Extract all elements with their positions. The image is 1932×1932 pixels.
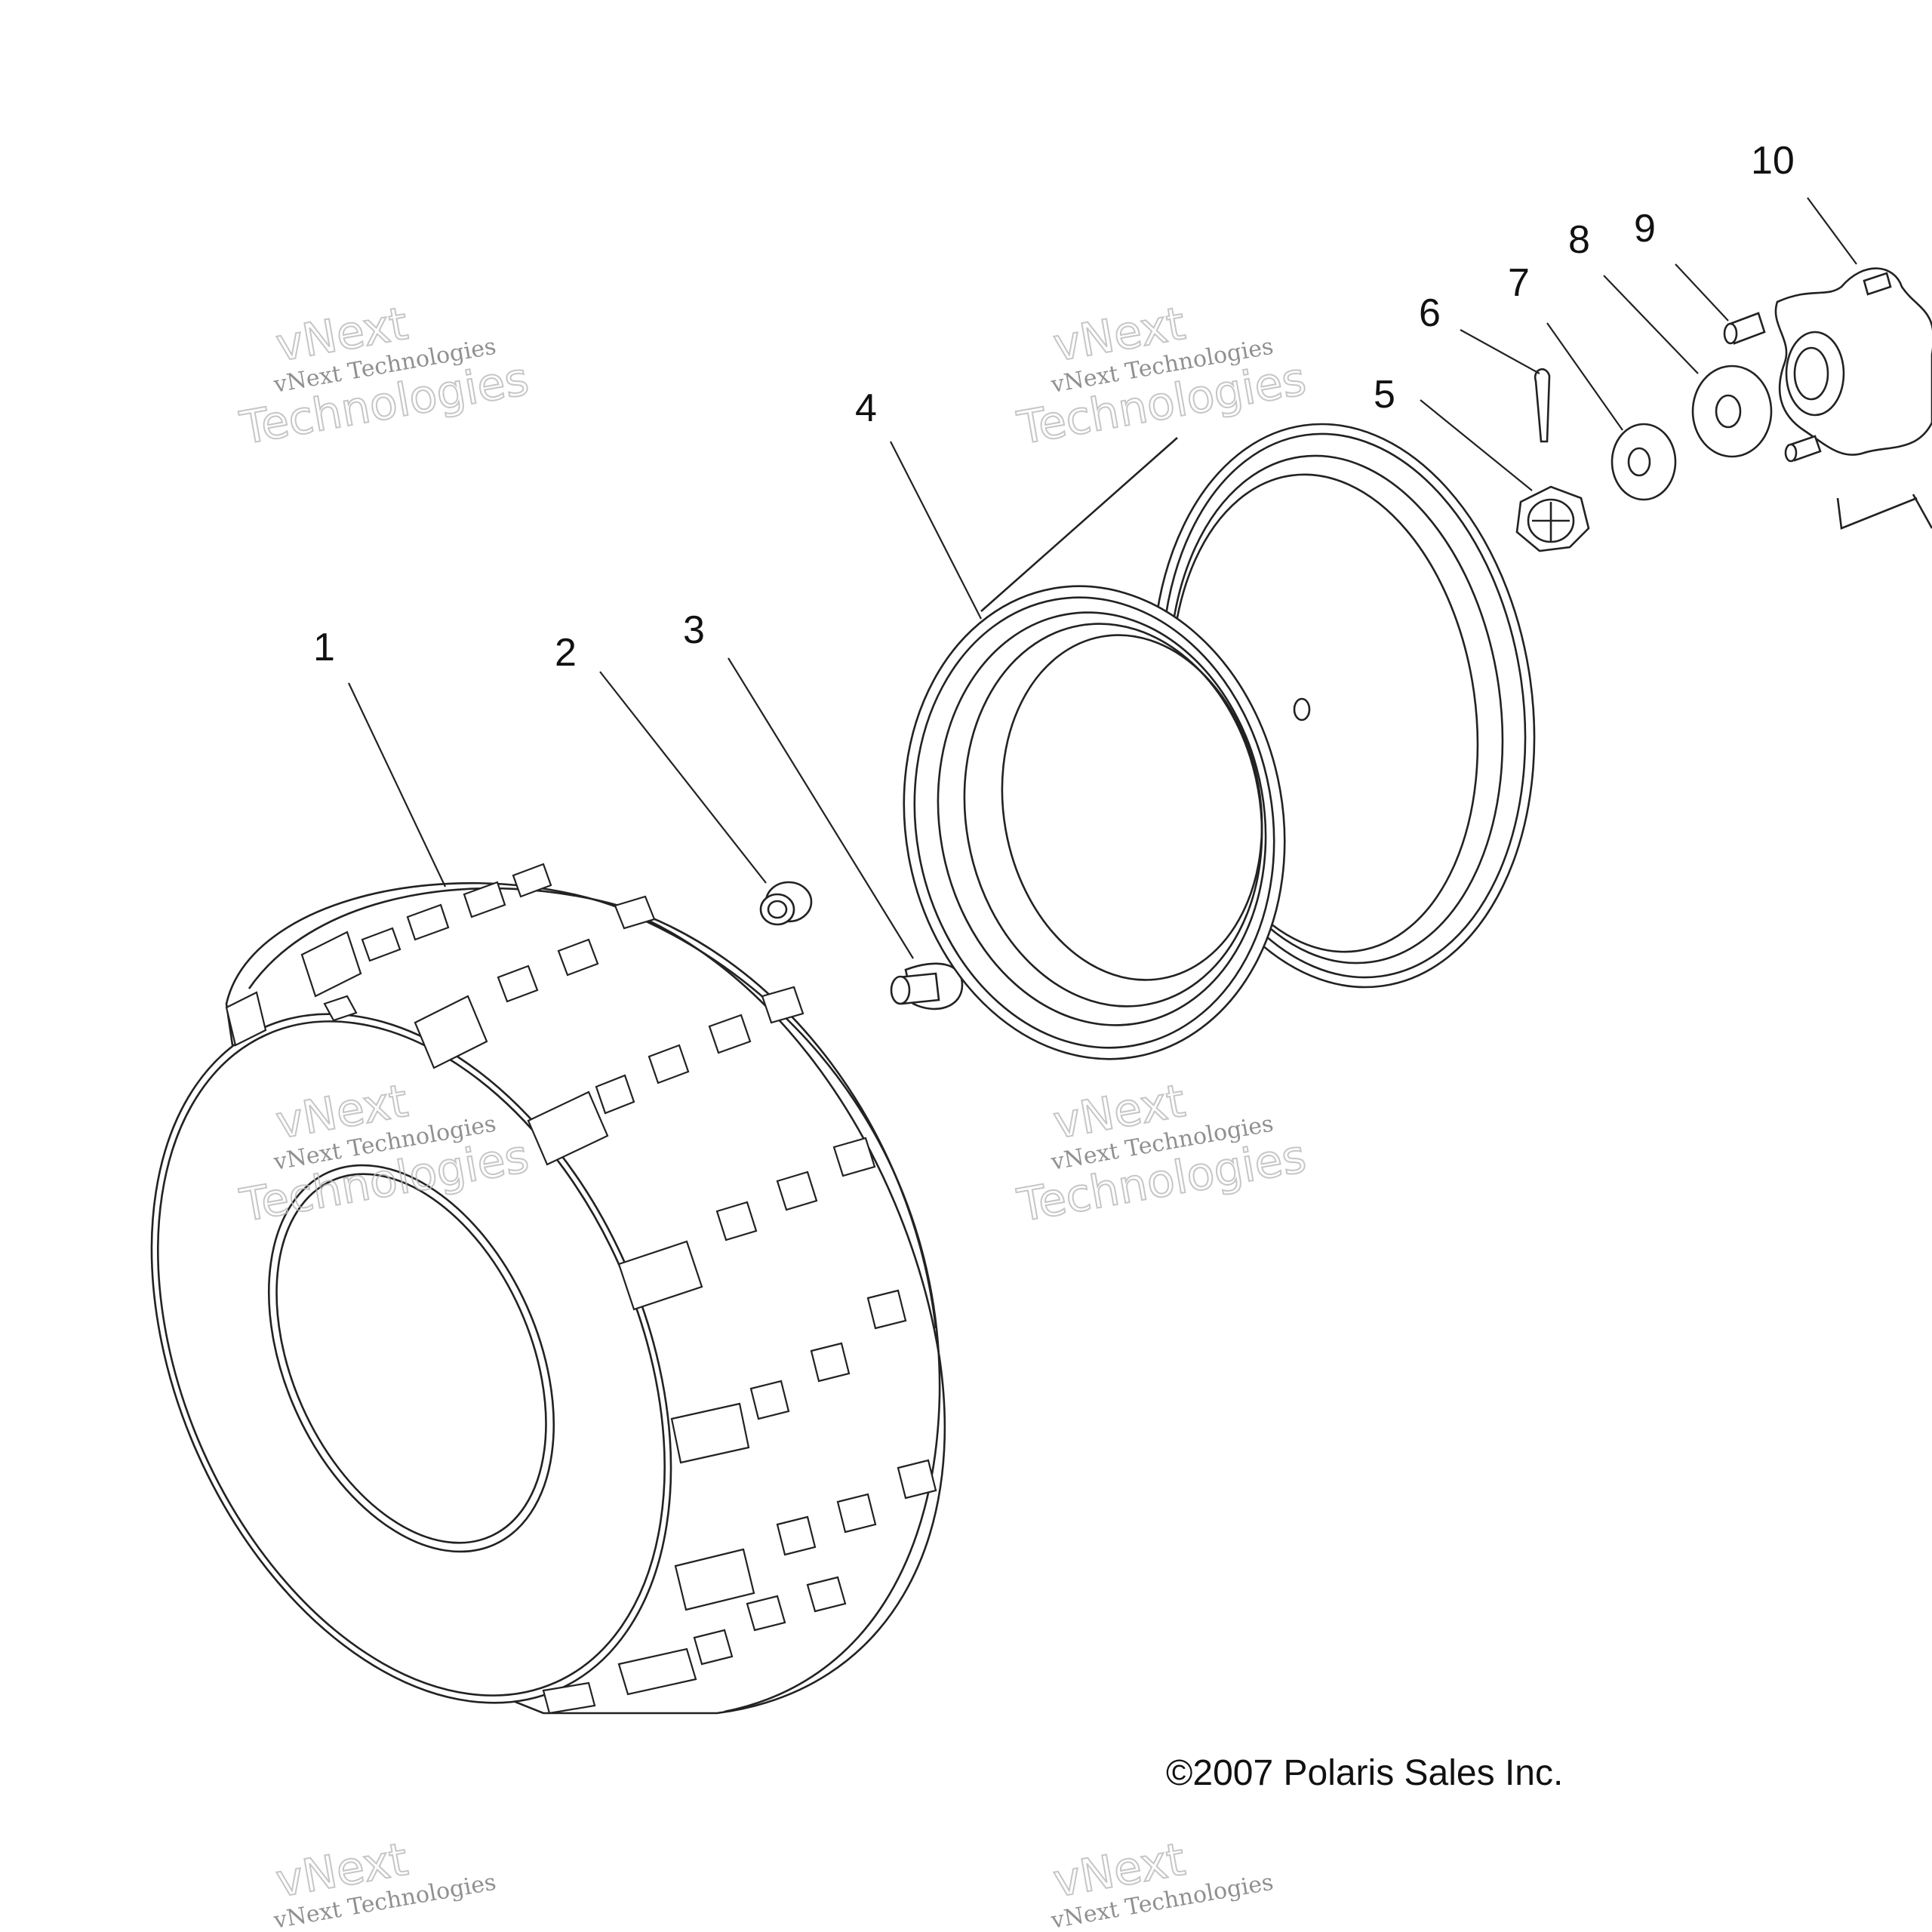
washer-part: [1611, 423, 1677, 501]
valve-stem-part: [890, 962, 964, 1011]
copyright-notice: ©2007 Polaris Sales Inc.: [1166, 1753, 1563, 1793]
watermark-ml: vNext vNext Technologies Technologies: [235, 1074, 534, 1233]
label-part-4: 4: [855, 386, 877, 430]
label-part-9: 9: [1634, 207, 1656, 251]
washer-large-part: [1691, 365, 1773, 458]
watermark-tc: vNext vNext Technologies Technologies: [1013, 297, 1311, 456]
nut-part: [759, 881, 813, 926]
label-part-7: 7: [1508, 261, 1530, 305]
label-part-2: 2: [555, 631, 577, 675]
watermark-bc: vNext vNext Technologies: [1048, 1832, 1275, 1932]
label-part-5: 5: [1374, 373, 1395, 417]
tire-part: [150, 863, 946, 1715]
watermark-mc: vNext vNext Technologies Technologies: [1013, 1074, 1311, 1233]
label-part-10: 10: [1751, 139, 1795, 183]
watermark-tl: vNext vNext Technologies Technologies: [235, 297, 534, 456]
leader-lines: [348, 197, 1857, 959]
label-part-1: 1: [313, 626, 335, 669]
part-number-labels: 1 2 3 4 5 6 7 8 9 10: [313, 139, 1795, 675]
label-part-3: 3: [683, 608, 705, 652]
watermark-bl: vNext vNext Technologies: [271, 1832, 498, 1932]
label-part-6: 6: [1419, 291, 1441, 335]
castle-nut-part: [1515, 485, 1590, 552]
wheel-hub-part: [1723, 267, 1932, 530]
tread-lugs: [225, 863, 937, 1715]
cotter-pin-part: [1534, 368, 1551, 443]
label-part-8: 8: [1568, 218, 1590, 262]
wheel-rim-part: [903, 423, 1536, 1060]
